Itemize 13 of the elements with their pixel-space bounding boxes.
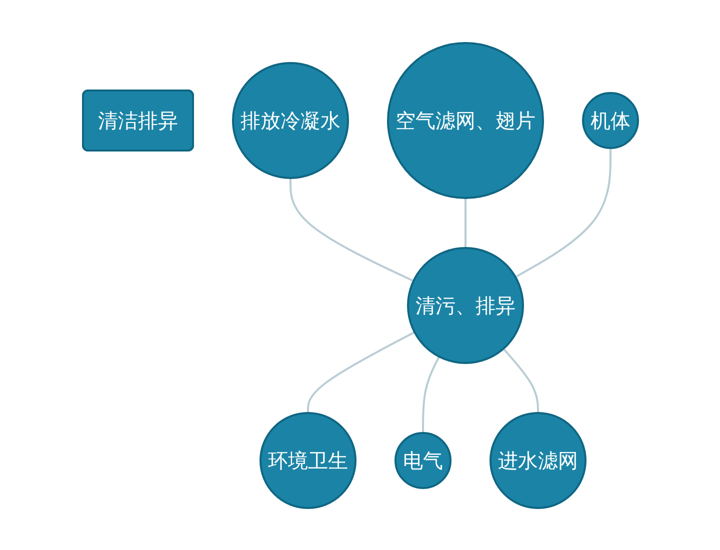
connector xyxy=(464,198,466,248)
node-circle: 环境卫生 xyxy=(259,412,356,508)
connector xyxy=(422,356,440,432)
node-circle: 进水滤网 xyxy=(489,412,586,508)
node-circle: 排放冷凝水 xyxy=(232,62,348,178)
node-circle: 空气滤网、翅片 xyxy=(386,42,544,198)
connector xyxy=(306,330,415,412)
connector xyxy=(502,348,538,412)
node-circle: 清污、排异 xyxy=(406,246,524,364)
node-circle: 机体 xyxy=(582,92,638,148)
connector xyxy=(514,148,611,278)
node-circle: 电气 xyxy=(394,432,451,488)
connector xyxy=(289,178,414,282)
